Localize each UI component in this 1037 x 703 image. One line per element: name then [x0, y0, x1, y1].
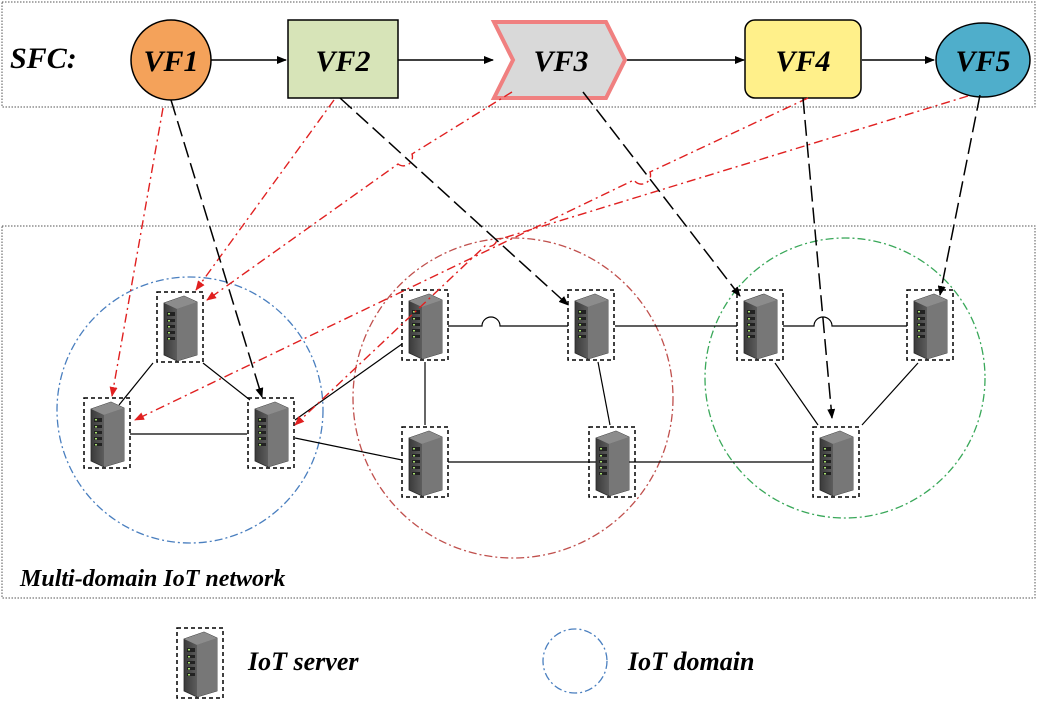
sfc-panel: [1, 1, 1036, 108]
server-node: [247, 397, 295, 469]
domain-circle-2: [352, 237, 674, 559]
domain-circle-1: [56, 276, 324, 544]
vf1-node: VF1: [130, 19, 212, 101]
red-mapping-arrows: [109, 91, 969, 426]
sfc-label: SFC:: [10, 42, 77, 75]
server-node: [156, 291, 204, 363]
server-node: [401, 426, 449, 498]
server-node: [812, 426, 860, 498]
vf2-label: VF2: [315, 45, 370, 78]
vf5-label: VF5: [955, 45, 1010, 78]
network-label: Multi-domain IoT network: [19, 566, 285, 592]
legend-server-icon: [176, 627, 224, 699]
server-node: [906, 289, 954, 361]
physical-links: [118, 316, 919, 463]
server-node: [401, 289, 449, 361]
vf1-label: VF1: [143, 45, 198, 78]
vf3-node: VF3: [490, 20, 628, 100]
server-node: [83, 397, 131, 469]
server-node: [736, 289, 784, 361]
network-panel: [1, 225, 1036, 599]
black-mapping-arrows: [170, 91, 981, 419]
legend: IoT server IoT domain: [176, 627, 754, 699]
legend-domain-label: IoT domain: [627, 647, 754, 676]
legend-server-label: IoT server: [247, 647, 359, 676]
legend-domain-icon: [542, 628, 608, 694]
vf5-node: VF5: [935, 22, 1031, 98]
vf4-label: VF4: [775, 45, 830, 78]
vf4-node: VF4: [744, 19, 862, 99]
server-node: [588, 426, 636, 498]
server-node: [567, 289, 615, 361]
domain-circle-3: [704, 237, 986, 519]
vf2-node: VF2: [287, 19, 399, 99]
vf3-label: VF3: [533, 45, 588, 78]
